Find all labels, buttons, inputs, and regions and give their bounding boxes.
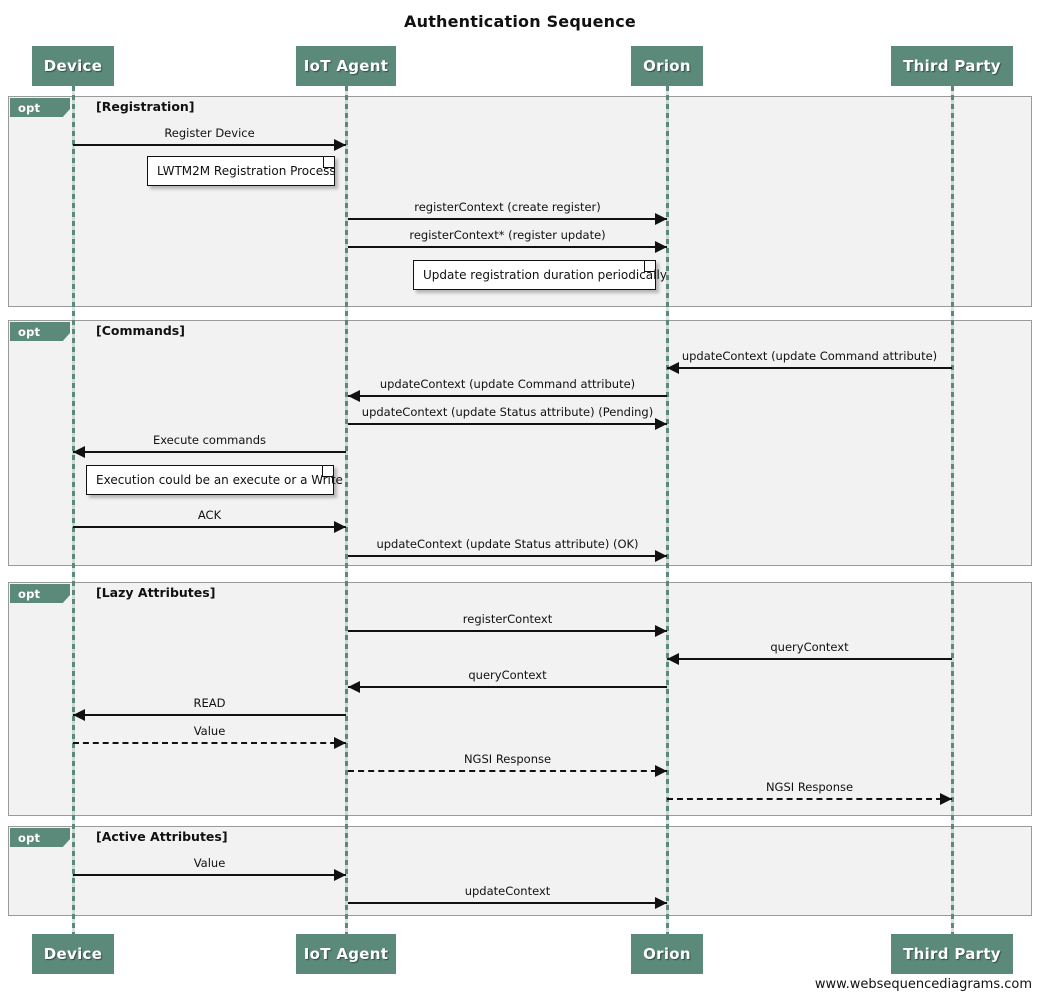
message-arrowhead-right [334, 139, 346, 151]
message-label: READ [193, 696, 226, 710]
message-line [73, 144, 346, 146]
message-arrowhead-right [655, 213, 667, 225]
message-line [348, 555, 667, 557]
message-line [348, 902, 667, 904]
participant-label: IoT Agent [303, 57, 389, 75]
footer-credit: www.websequencediagrams.com [814, 977, 1032, 992]
message-arrowhead-right [655, 765, 667, 777]
participant-label: Device [43, 57, 103, 75]
note-fold-corner-icon [644, 260, 656, 272]
opt-frame-condition: [Lazy Attributes] [96, 585, 216, 600]
message-line [73, 714, 346, 716]
message-label: registerContext [462, 612, 553, 626]
participant-label: Device [43, 945, 103, 963]
message-label: registerContext (create register) [414, 200, 601, 214]
message-label: Register Device [164, 126, 255, 140]
message-label: NGSI Response [765, 780, 854, 794]
message-arrowhead-right [334, 869, 346, 881]
message-arrowhead-left [73, 709, 85, 721]
message-line [667, 658, 952, 660]
message-arrowhead-right [655, 550, 667, 562]
message-label: queryContext [468, 668, 547, 682]
lifeline-orion [666, 86, 669, 934]
message-line [73, 874, 346, 876]
participant-orion-top[interactable]: Orion [631, 46, 703, 86]
message-label: updateContext [464, 884, 551, 898]
message-line [348, 423, 667, 425]
opt-frame-tag: opt [10, 828, 70, 847]
message-arrowhead-left [667, 653, 679, 665]
lifeline-third-party [951, 86, 954, 934]
message-line [348, 246, 667, 248]
opt-frame-tag: opt [10, 322, 70, 341]
message-label: Value [193, 856, 226, 870]
participant-device-top[interactable]: Device [32, 46, 114, 86]
message-line [667, 798, 952, 800]
opt-frame-condition: [Active Attributes] [96, 829, 228, 844]
message-label: ACK [197, 508, 222, 522]
note-text: Execution could be an execute or a Write [96, 473, 343, 487]
note-update-registration-duration-periodicall: Update registration duration periodicall… [413, 260, 667, 290]
message-arrowhead-left [348, 681, 360, 693]
opt-frame-condition: [Registration] [96, 99, 195, 114]
opt-frame-commands [8, 320, 1032, 566]
participant-label: Third Party [903, 57, 1001, 75]
opt-frame-lazy-attributes [8, 582, 1032, 816]
message-label: updateContext (update Status attribute) … [361, 405, 654, 419]
message-label: NGSI Response [463, 752, 552, 766]
message-arrowhead-left [667, 362, 679, 374]
message-line [348, 770, 667, 772]
message-arrowhead-right [655, 897, 667, 909]
message-arrowhead-right [655, 418, 667, 430]
message-arrowhead-right [334, 521, 346, 533]
message-arrowhead-right [940, 793, 952, 805]
message-label: updateContext (update Command attribute) [681, 349, 938, 363]
message-label: queryContext [770, 640, 849, 654]
message-line [73, 451, 346, 453]
message-label: Value [193, 724, 226, 738]
note-text: Update registration duration periodicall… [423, 268, 667, 282]
participant-orion-bottom[interactable]: Orion [631, 934, 703, 974]
message-label: registerContext* (register update) [409, 228, 606, 242]
page-title: Authentication Sequence [404, 12, 636, 31]
participant-label: Orion [643, 57, 691, 75]
participant-label: Third Party [903, 945, 1001, 963]
message-arrowhead-left [348, 390, 360, 402]
lifeline-device [72, 86, 75, 934]
message-arrowhead-right [334, 737, 346, 749]
participant-label: IoT Agent [303, 945, 389, 963]
message-label: updateContext (update Command attribute) [379, 377, 636, 391]
lifeline-iot-agent [345, 86, 348, 934]
message-arrowhead-right [655, 625, 667, 637]
message-line [348, 686, 667, 688]
note-lwtm2m-registration-process: LWTM2M Registration Process [147, 156, 336, 186]
message-label: Execute commands [152, 433, 267, 447]
opt-frame-condition: [Commands] [96, 323, 185, 338]
participant-third-party-top[interactable]: Third Party [891, 46, 1013, 86]
message-line [348, 395, 667, 397]
message-label: updateContext (update Status attribute) … [376, 537, 639, 551]
message-line [73, 526, 346, 528]
message-line [348, 218, 667, 220]
participant-iot-agent-top[interactable]: IoT Agent [296, 46, 396, 86]
note-fold-corner-icon [322, 465, 334, 477]
participant-third-party-bottom[interactable]: Third Party [891, 934, 1013, 974]
participant-iot-agent-bottom[interactable]: IoT Agent [296, 934, 396, 974]
opt-frame-active-attributes [8, 826, 1032, 916]
participant-label: Orion [643, 945, 691, 963]
note-text: LWTM2M Registration Process [157, 164, 336, 178]
participant-device-bottom[interactable]: Device [32, 934, 114, 974]
message-line [73, 742, 346, 744]
opt-frame-tag: opt [10, 98, 70, 117]
message-line [348, 630, 667, 632]
note-execution-could-be-an-execute-or-a-write: Execution could be an execute or a Write [86, 465, 343, 495]
opt-frame-tag: opt [10, 584, 70, 603]
message-line [667, 367, 952, 369]
message-arrowhead-left [73, 446, 85, 458]
message-arrowhead-right [655, 241, 667, 253]
